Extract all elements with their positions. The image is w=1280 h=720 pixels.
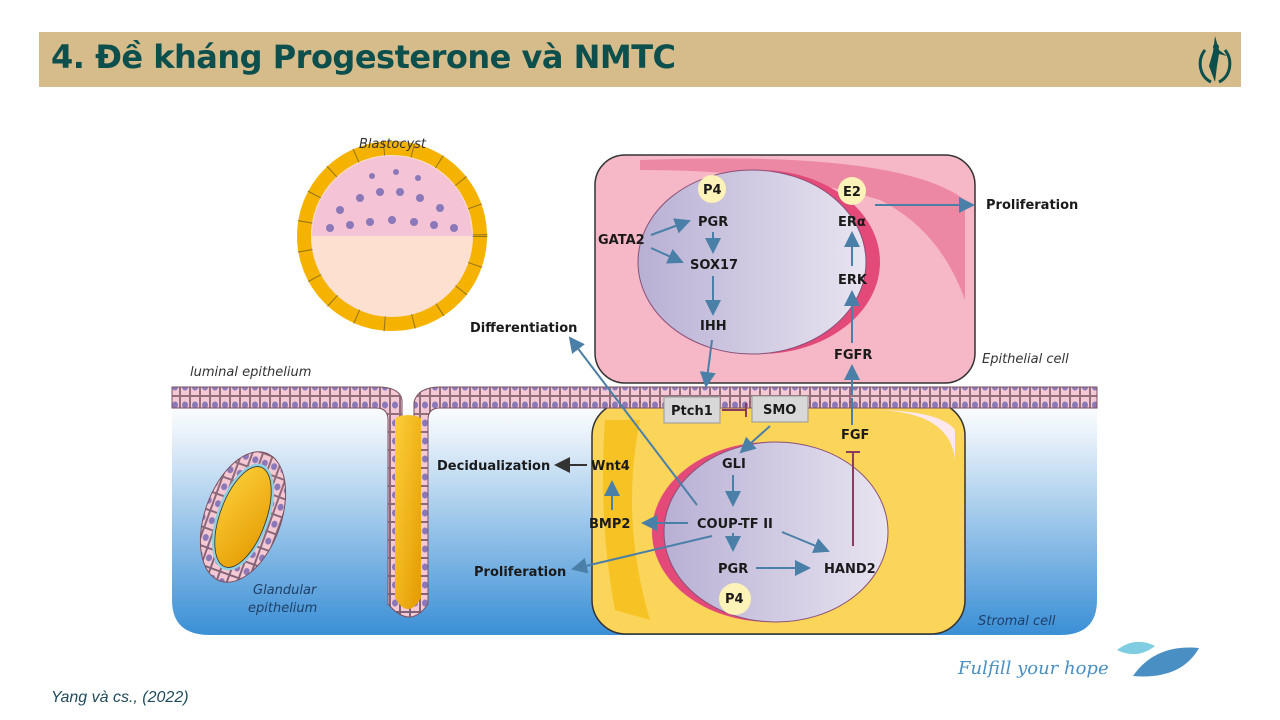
node-er-alpha: ERα bbox=[838, 215, 866, 230]
node-smo: SMO bbox=[763, 403, 796, 418]
node-bmp2: BMP2 bbox=[589, 517, 630, 532]
glandular-epithelium-label-1: Glandular bbox=[253, 583, 318, 598]
glandular-epithelium bbox=[199, 451, 287, 583]
node-e2: E2 bbox=[843, 185, 861, 200]
node-erk: ERK bbox=[838, 273, 868, 288]
p4-bubble-epithelial bbox=[698, 175, 726, 203]
title-bar: 4. Đề kháng Progesterone và NMTC bbox=[39, 32, 1241, 87]
node-gli: GLI bbox=[722, 457, 746, 472]
leaf-logo-icon bbox=[1117, 641, 1199, 677]
node-proliferation-stromal: Proliferation bbox=[474, 565, 566, 580]
node-fgfr: FGFR bbox=[834, 348, 872, 363]
node-ptch1: Ptch1 bbox=[671, 404, 713, 419]
blastocyst-label: Blastocyst bbox=[359, 137, 427, 152]
node-p4-epithelial: P4 bbox=[703, 183, 722, 198]
clinic-logo-icon bbox=[1198, 36, 1232, 84]
node-ihh: IHH bbox=[700, 319, 727, 334]
e2-bubble bbox=[838, 177, 866, 205]
node-p4-stromal: P4 bbox=[725, 592, 744, 607]
node-gata2: GATA2 bbox=[598, 233, 645, 248]
node-hand2: HAND2 bbox=[824, 562, 876, 577]
stromal-nucleus bbox=[663, 441, 889, 623]
epithelial-cell-label: Epithelial cell bbox=[982, 352, 1069, 367]
blastocyst bbox=[296, 140, 488, 332]
p4-bubble-stromal bbox=[719, 583, 751, 615]
smo-box bbox=[751, 395, 809, 423]
glandular-epithelium-label-2: epithelium bbox=[248, 601, 317, 616]
node-differentiation: Differentiation bbox=[470, 321, 577, 336]
node-wnt4: Wnt4 bbox=[591, 459, 630, 474]
node-fgf: FGF bbox=[841, 428, 869, 443]
node-sox17: SOX17 bbox=[690, 258, 738, 273]
node-pgr-epithelial: PGR bbox=[698, 215, 728, 230]
ptch1-box bbox=[663, 396, 721, 424]
slide-title: 4. Đề kháng Progesterone và NMTC bbox=[51, 38, 676, 76]
node-coup-tf-ii: COUP-TF II bbox=[697, 517, 773, 532]
luminal-epithelium-label: luminal epithelium bbox=[190, 365, 311, 380]
node-proliferation-epithelial: Proliferation bbox=[986, 198, 1078, 213]
node-decidualization: Decidualization bbox=[437, 459, 550, 474]
epithelial-nucleus bbox=[637, 169, 867, 355]
slogan: Fulfill your hope bbox=[958, 658, 1109, 679]
citation: Yang và cs., (2022) bbox=[51, 689, 189, 706]
node-pgr-stromal: PGR bbox=[718, 562, 748, 577]
stromal-cell-label: Stromal cell bbox=[978, 614, 1056, 629]
